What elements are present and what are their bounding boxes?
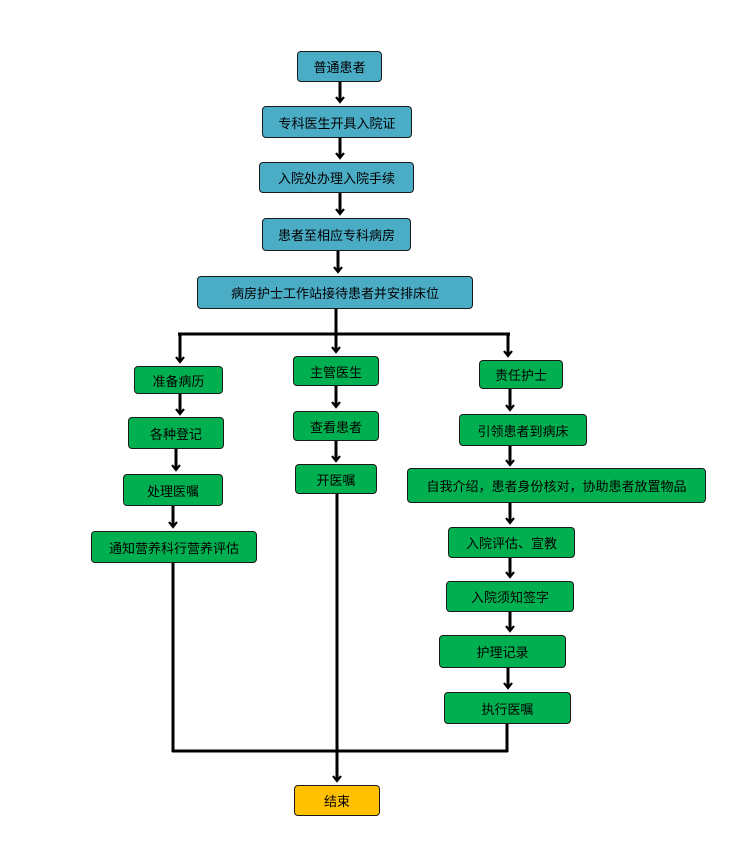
- node-to-ward: 患者至相应专科病房: [262, 218, 411, 251]
- node-middle-attending: 主管医生: [293, 356, 379, 386]
- node-right-sign: 入院须知签字: [446, 581, 574, 612]
- node-nurse-station: 病房护士工作站接待患者并安排床位: [197, 276, 473, 309]
- node-end: 结束: [294, 785, 380, 816]
- node-right-intro: 自我介绍，患者身份核对，协助患者放置物品: [407, 468, 706, 503]
- node-middle-examine: 查看患者: [293, 411, 379, 441]
- node-right-records: 护理记录: [439, 635, 566, 668]
- node-left-prepare-records: 准备病历: [134, 366, 223, 394]
- node-specialist: 专科医生开具入院证: [262, 106, 412, 138]
- node-left-nutrition: 通知营养科行营养评估: [91, 531, 257, 563]
- node-middle-prescribe: 开医嘱: [295, 464, 377, 494]
- node-patient: 普通患者: [297, 51, 382, 82]
- node-admission: 入院处办理入院手续: [259, 162, 414, 193]
- node-left-process-orders: 处理医嘱: [123, 474, 223, 506]
- node-right-assessment: 入院评估、宣教: [448, 527, 575, 558]
- node-left-registration: 各种登记: [128, 417, 224, 449]
- node-right-nurse: 责任护士: [479, 360, 563, 389]
- node-right-execute: 执行医嘱: [444, 692, 571, 724]
- node-right-guide: 引领患者到病床: [459, 414, 587, 446]
